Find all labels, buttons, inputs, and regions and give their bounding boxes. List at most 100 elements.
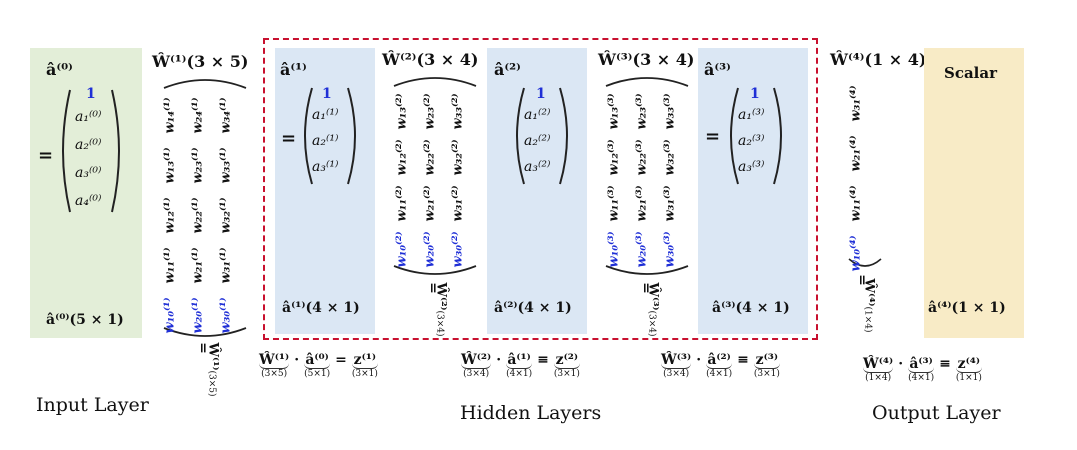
weight-entry: w₁₃⁽³⁾ <box>606 93 622 130</box>
eq-activation: â⁽¹⁾(4×1) <box>506 352 533 379</box>
input-vector-equals: = <box>38 145 54 166</box>
eq-activation: â⁽³⁾(4×1) <box>908 356 935 383</box>
eq-sign: ≡ <box>737 352 749 368</box>
weight-entry: w₂₄⁽¹⁾ <box>190 97 206 134</box>
hidden-2-parens <box>516 87 568 185</box>
weight-entry: w₃₁⁽²⁾ <box>450 185 466 222</box>
weight-1-title: Ŵ⁽¹⁾(3 × 5) <box>152 52 249 71</box>
weight-entry: w₂₃⁽²⁾ <box>422 93 438 130</box>
output-layer-caption: Output Layer <box>872 402 1001 424</box>
hidden-3-entry-1: a₁⁽³⁾ <box>738 107 765 123</box>
weight-entry: w₃₀⁽¹⁾ <box>218 297 234 334</box>
weight-entry: w₃₁⁽⁴⁾ <box>848 85 864 122</box>
hidden-1-entry-1: a₁⁽¹⁾ <box>312 107 339 123</box>
hidden-3-bias-one: 1 <box>750 86 760 102</box>
weight-entry: w₃₀⁽²⁾ <box>450 231 466 268</box>
hidden-1-dim-label: â⁽¹⁾(4 × 1) <box>282 300 360 316</box>
weight-entry: w₂₁⁽²⁾ <box>422 185 438 222</box>
weight-entry: w₁₃⁽¹⁾ <box>162 147 178 184</box>
weight-entry: w₁₀⁽³⁾ <box>606 231 622 268</box>
weight-entry: w₃₁⁽¹⁾ <box>218 247 234 284</box>
eq-sign: ≡ <box>537 352 549 368</box>
weight-entry: w₁₃⁽²⁾ <box>394 93 410 130</box>
hidden-2-entry-3: a₃⁽²⁾ <box>524 159 551 175</box>
eq-z: z⁽³⁾(3×1) <box>753 352 780 379</box>
weight-entry: w₂₂⁽¹⁾ <box>190 197 206 234</box>
weight-2-hat: Ŵ⁽²⁾(3×4) <box>433 282 449 337</box>
eq-z: z⁽¹⁾(3×1) <box>351 352 378 379</box>
hidden-3-top-label: â⁽³⁾ <box>704 60 731 79</box>
weight-entry: w₃₀⁽³⁾ <box>662 231 678 268</box>
weight-entry: w₁₀⁽⁴⁾ <box>848 235 864 272</box>
eq-dot: · <box>696 352 702 368</box>
weight-entry: w₁₀⁽²⁾ <box>394 231 410 268</box>
weight-1-brackets <box>163 79 247 337</box>
weight-entry: w₂₀⁽³⁾ <box>634 231 650 268</box>
weight-entry: w₃₃⁽³⁾ <box>662 93 678 130</box>
weight-4-hat: Ŵ⁽⁴⁾(1×4) <box>861 278 877 333</box>
weight-entry: w₁₁⁽⁴⁾ <box>848 185 864 222</box>
eq-z: z⁽⁴⁾(1×1) <box>955 356 982 383</box>
weight-entry: w₂₀⁽¹⁾ <box>190 297 206 334</box>
eq-weight: Ŵ⁽³⁾(3×4) <box>661 352 692 379</box>
output-top-label: Scalar <box>944 64 998 82</box>
hidden-layers-frame <box>263 38 818 340</box>
input-layer-panel <box>30 48 142 338</box>
eq-weight: Ŵ⁽²⁾(3×4) <box>461 352 492 379</box>
weight-4-bracket <box>848 258 882 267</box>
weight-entry: w₂₃⁽¹⁾ <box>190 147 206 184</box>
hidden-2-entry-1: a₁⁽²⁾ <box>524 107 551 123</box>
hidden-3-dim-label: â⁽³⁾(4 × 1) <box>712 300 790 316</box>
hidden-3-entry-3: a₃⁽³⁾ <box>738 159 765 175</box>
hidden-1-parens <box>304 87 356 185</box>
weight-entry: w₁₄⁽¹⁾ <box>162 97 178 134</box>
weight-entry: w₁₀⁽¹⁾ <box>162 297 178 334</box>
weight-entry: w₃₂⁽³⁾ <box>662 139 678 176</box>
hidden-layer-3-panel <box>698 48 808 334</box>
input-layer-dim-label: â⁽⁰⁾(5 × 1) <box>46 312 124 328</box>
weight-2-brackets <box>393 77 477 275</box>
weight-2-title: Ŵ⁽²⁾(3 × 4) <box>382 50 479 69</box>
weight-entry: w₁₁⁽²⁾ <box>394 185 410 222</box>
weight-entry: w₂₂⁽³⁾ <box>634 139 650 176</box>
eq-activation: â⁽²⁾(4×1) <box>706 352 733 379</box>
hidden-2-bias-one: 1 <box>536 86 546 102</box>
weight-entry: w₁₂⁽²⁾ <box>394 139 410 176</box>
weight-entry: w₃₄⁽¹⁾ <box>218 97 234 134</box>
eq-sign: = <box>335 352 347 368</box>
input-bias-one: 1 <box>86 86 96 102</box>
weight-entry: w₁₁⁽³⁾ <box>606 185 622 222</box>
hidden-layer-1-panel <box>275 48 375 334</box>
hidden-layer-2-panel <box>487 48 587 334</box>
input-vector-parens <box>62 89 120 213</box>
weight-entry: w₁₂⁽³⁾ <box>606 139 622 176</box>
eq-dot: · <box>898 356 904 372</box>
weight-3-brackets <box>605 77 689 275</box>
hidden-2-top-label: â⁽²⁾ <box>494 60 521 79</box>
hidden-1-entry-2: a₂⁽¹⁾ <box>312 133 339 149</box>
weight-entry: w₃₁⁽³⁾ <box>662 185 678 222</box>
weight-entry: w₂₁⁽⁴⁾ <box>848 135 864 172</box>
hidden-2-dim-label: â⁽²⁾(4 × 1) <box>494 300 572 316</box>
weight-entry: w₃₃⁽¹⁾ <box>218 147 234 184</box>
weight-entry: w₁₁⁽¹⁾ <box>162 247 178 284</box>
hidden-3-parens <box>730 87 782 185</box>
eq-dot: · <box>294 352 300 368</box>
equation-3: Ŵ⁽³⁾(3×4)·â⁽²⁾(4×1)≡z⁽³⁾(3×1) <box>658 352 783 379</box>
eq-sign: ≡ <box>939 356 951 372</box>
weight-entry: w₂₃⁽³⁾ <box>634 93 650 130</box>
equation-4: Ŵ⁽⁴⁾(1×4)·â⁽³⁾(4×1)≡z⁽⁴⁾(1×1) <box>860 356 985 383</box>
weight-entry: w₂₁⁽³⁾ <box>634 185 650 222</box>
weight-3-title: Ŵ⁽³⁾(3 × 4) <box>598 50 695 69</box>
eq-z: z⁽²⁾(3×1) <box>553 352 580 379</box>
weight-entry: w₂₁⁽¹⁾ <box>190 247 206 284</box>
input-entry-2: a₂⁽⁰⁾ <box>75 137 102 153</box>
input-entry-1: a₁⁽⁰⁾ <box>75 109 102 125</box>
hidden-3-equals: = <box>705 126 721 147</box>
weight-4-title: Ŵ⁽⁴⁾(1 × 4) <box>830 50 927 69</box>
eq-weight: Ŵ⁽⁴⁾(1×4) <box>863 356 894 383</box>
eq-activation: â⁽⁰⁾(5×1) <box>304 352 331 379</box>
weight-entry: w₁₂⁽¹⁾ <box>162 197 178 234</box>
input-layer-top-label: â⁽⁰⁾ <box>46 60 73 79</box>
input-layer-caption: Input Layer <box>36 394 149 416</box>
